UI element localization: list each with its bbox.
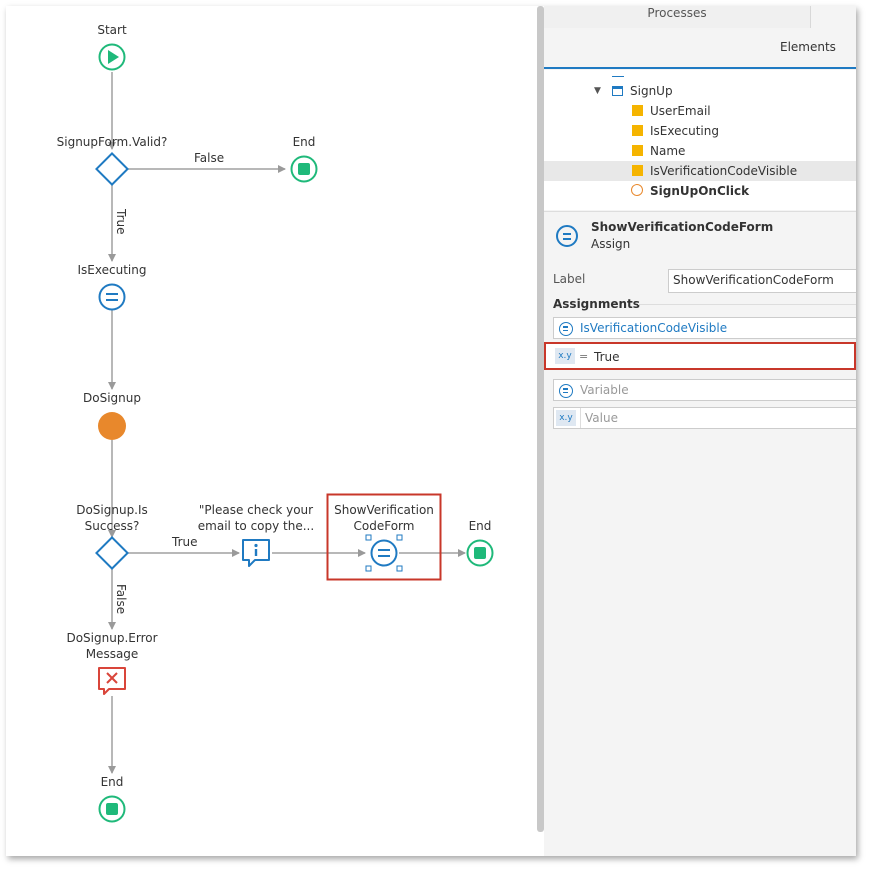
show-form-label-line2: CodeForm: [353, 519, 415, 533]
label-field[interactable]: ShowVerificationCodeForm: [668, 269, 856, 293]
properties-subtitle: Assign: [591, 237, 631, 251]
info-icon: [254, 543, 258, 548]
tree-item-label: Name: [650, 144, 686, 158]
start-label: Start: [97, 23, 127, 37]
end-node-top[interactable]: [290, 155, 318, 183]
tree-item-label: UserEmail: [650, 104, 711, 118]
tab-processes[interactable]: Processes: [544, 6, 811, 28]
selection-highlight-box: [326, 493, 442, 581]
expression-icon: x.y: [555, 348, 575, 364]
properties-pane: ShowVerificationCodeForm Assign Label Sh…: [544, 211, 856, 856]
tree-item-label: SignUpOnClick: [650, 184, 750, 198]
tree-item-useremail[interactable]: UserEmail: [544, 101, 856, 121]
tree-item-signuponclick[interactable]: SignUpOnClick: [544, 181, 856, 201]
tree-item-label: IsExecuting: [650, 124, 719, 138]
selection-handle: [365, 534, 372, 541]
selection-handle: [396, 565, 403, 572]
edge-label-true-horizontal: True: [172, 535, 198, 549]
tree-item-name[interactable]: Name: [544, 141, 856, 161]
tree-item-isverificationcodevisible[interactable]: IsVerificationCodeVisible: [544, 161, 856, 181]
local-variable-icon: [632, 145, 643, 156]
end-mid-label: End: [468, 519, 492, 533]
decision-is-success[interactable]: [95, 536, 129, 570]
local-variable-icon: [632, 105, 643, 116]
is-success-label-line2: Success?: [84, 519, 140, 533]
isexecuting-label: IsExecuting: [77, 263, 147, 277]
new-variable-field[interactable]: Variable: [553, 379, 856, 401]
tree-item-label: IsVerificationCodeVisible: [650, 164, 798, 178]
flow-diagram: [95, 43, 494, 823]
canvas-scrollbar[interactable]: [537, 6, 544, 832]
selection-handle: [396, 534, 403, 541]
assignment-variable-field[interactable]: IsVerificationCodeVisible: [553, 317, 856, 339]
end-node-mid[interactable]: [466, 539, 494, 567]
end-node-bottom[interactable]: [98, 795, 126, 823]
stop-icon: [298, 163, 310, 175]
label-field-value: ShowVerificationCodeForm: [673, 273, 834, 287]
assignments-heading: Assignments: [553, 297, 640, 311]
equals-sign: =: [579, 350, 589, 363]
message-label-line1: "Please check your: [198, 503, 314, 517]
edge-label-false-top: False: [194, 151, 225, 165]
expression-icon: x.y: [556, 410, 576, 426]
edge-label-true-vertical: True: [114, 209, 128, 235]
decision-signup-valid[interactable]: [95, 152, 129, 186]
assignment-variable-value: IsVerificationCodeVisible: [580, 321, 728, 335]
show-form-label-line1: ShowVerification: [334, 503, 434, 517]
assignment-value-field[interactable]: x.y = True: [544, 342, 856, 370]
edge-label-false-vertical: False: [114, 584, 128, 615]
tab-elements[interactable]: Elements: [780, 40, 836, 54]
assign-icon: [559, 322, 573, 336]
server-action-node-dosignup[interactable]: [98, 412, 126, 440]
tree-item-label: SignUp: [630, 84, 673, 98]
stop-icon: [106, 803, 118, 815]
assign-icon: [556, 225, 578, 247]
message-node[interactable]: [242, 539, 270, 567]
screen-icon: [612, 86, 623, 96]
tree-item-isexecuting[interactable]: IsExecuting: [544, 121, 856, 141]
assign-node-showverificationcodeform[interactable]: [365, 534, 403, 572]
signup-valid-label: SignupForm.Valid?: [56, 135, 168, 149]
assign-icon: [559, 384, 573, 398]
label-caption: Label: [553, 272, 586, 286]
start-node[interactable]: [98, 43, 126, 71]
selection-handle: [365, 565, 372, 572]
new-variable-placeholder: Variable: [580, 383, 629, 397]
local-variable-icon: [632, 125, 643, 136]
dosignup-label: DoSignup: [83, 391, 141, 405]
end-bottom-label: End: [100, 775, 124, 789]
assignment-value-text: True: [594, 350, 620, 364]
app-window: Start SignupForm.Valid? End IsExecuting …: [6, 6, 856, 856]
caret-down-icon[interactable]: ▼: [594, 86, 601, 96]
end-top-label: End: [292, 135, 316, 149]
is-success-label-line1: DoSignup.Is: [76, 503, 148, 517]
tab-underline: [544, 67, 856, 69]
new-value-placeholder: Value: [585, 411, 618, 425]
assign-node-isexecuting[interactable]: [98, 283, 126, 311]
play-icon: [108, 50, 119, 64]
message-label-line2: email to copy the...: [197, 519, 315, 533]
stop-icon: [474, 547, 486, 559]
client-action-icon: [631, 184, 643, 196]
flow-canvas[interactable]: Start SignupForm.Valid? End IsExecuting …: [6, 6, 538, 856]
side-panel: Processes Elements ▼ SignUp UserEmail Is…: [544, 6, 856, 856]
error-label-line1: DoSignup.Error: [66, 631, 158, 645]
properties-title: ShowVerificationCodeForm: [591, 220, 774, 234]
tree-item-signup[interactable]: ▼ SignUp: [544, 81, 856, 101]
error-label-line2: Message: [85, 647, 139, 661]
new-value-field[interactable]: x.y Value: [553, 407, 856, 429]
elements-tree: ▼ SignUp UserEmail IsExecuting Name IsVe…: [544, 70, 856, 210]
local-variable-icon: [632, 165, 643, 176]
error-node[interactable]: [98, 667, 126, 695]
